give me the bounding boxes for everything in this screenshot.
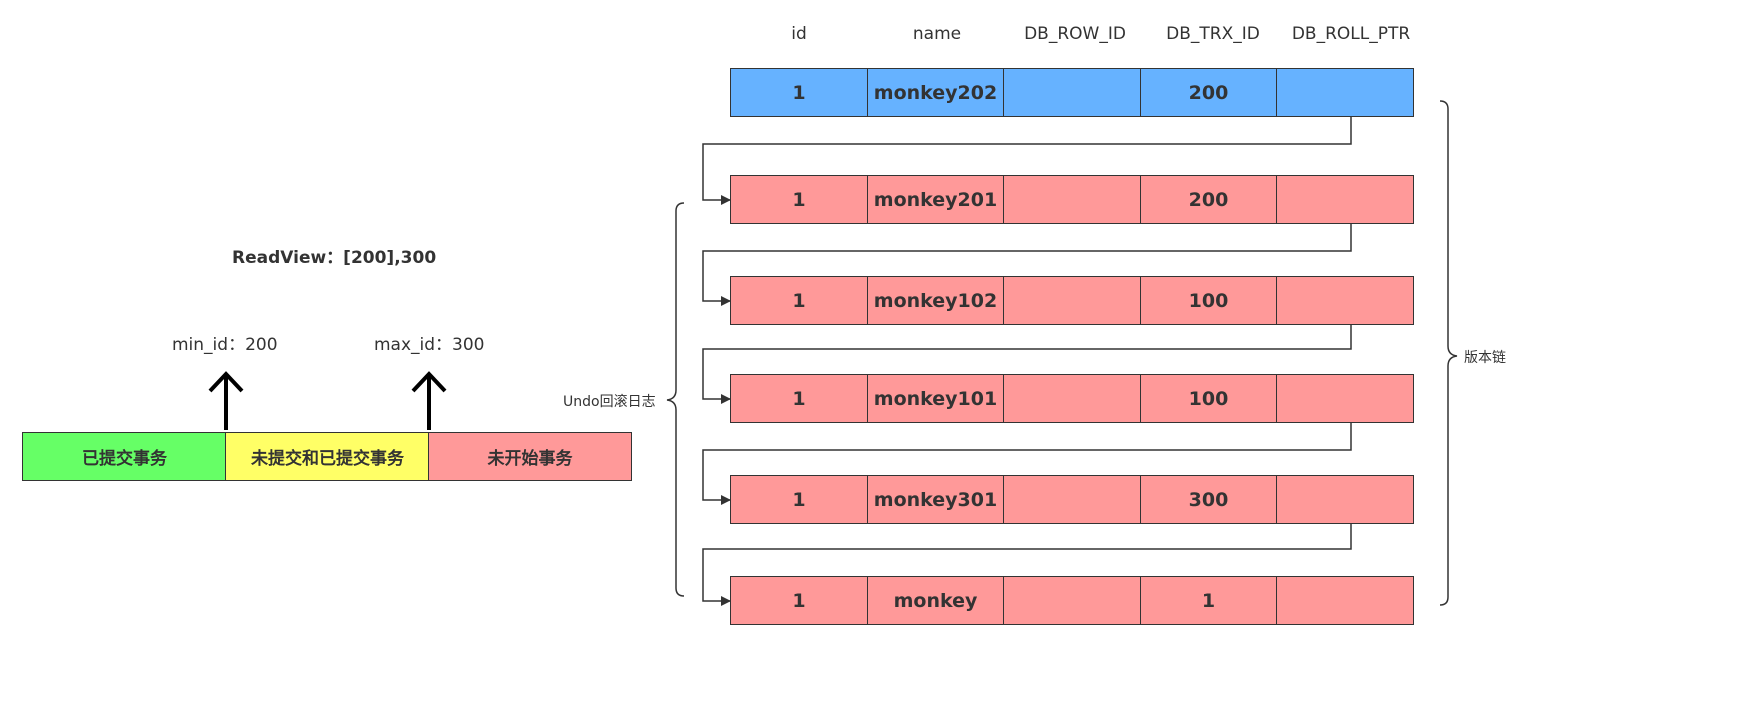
cell-name: monkey201 — [866, 175, 1005, 224]
header-db-trx-id: DB_TRX_ID — [1166, 24, 1260, 44]
cell-name: monkey202 — [866, 68, 1005, 117]
version-chain-label: 版本链 — [1464, 350, 1506, 366]
version-row: 1 monkey 1 — [730, 576, 1414, 625]
cell-db-trx-id: 300 — [1139, 475, 1278, 524]
header-db-roll-ptr: DB_ROLL_PTR — [1291, 24, 1411, 44]
version-row: 1 monkey101 100 — [730, 374, 1414, 423]
cell-db-trx-id: 100 — [1139, 276, 1278, 325]
chain-link — [702, 117, 1352, 205]
version-row: 1 monkey301 300 — [730, 475, 1414, 524]
cell-db-roll-ptr — [1276, 576, 1414, 625]
chain-link — [702, 224, 1352, 306]
cell-db-row-id — [1003, 576, 1141, 625]
cell-db-row-id — [1003, 374, 1141, 423]
version-row: 1 monkey201 200 — [730, 175, 1414, 224]
cell-db-trx-id: 200 — [1139, 175, 1278, 224]
min-id-label: min_id：200 — [172, 335, 278, 355]
cell-db-roll-ptr — [1276, 276, 1414, 325]
cell-db-roll-ptr — [1276, 374, 1414, 423]
version-row: 1 monkey202 200 — [730, 68, 1414, 117]
committed-segment: 已提交事务 — [22, 432, 227, 481]
version-chain-brace-icon — [1439, 100, 1458, 606]
undo-log-label: Undo回滚日志 — [563, 394, 656, 410]
cell-db-row-id — [1003, 276, 1141, 325]
cell-id: 1 — [730, 68, 868, 117]
readview-title: ReadView：[200],300 — [232, 248, 437, 268]
cell-db-row-id — [1003, 175, 1141, 224]
header-id: id — [791, 24, 807, 44]
not-started-segment: 未开始事务 — [428, 432, 632, 481]
chain-link — [702, 423, 1352, 505]
cell-db-roll-ptr — [1276, 175, 1414, 224]
chain-link — [702, 524, 1352, 606]
cell-name: monkey — [866, 576, 1005, 625]
cell-id: 1 — [730, 175, 868, 224]
mixed-segment: 未提交和已提交事务 — [225, 432, 430, 481]
roll-pointer-chain — [702, 117, 1352, 606]
cell-db-trx-id: 1 — [1139, 576, 1278, 625]
min-id-arrow-icon — [208, 371, 244, 430]
cell-name: monkey101 — [866, 374, 1005, 423]
header-db-row-id: DB_ROW_ID — [1024, 24, 1126, 44]
version-row: 1 monkey102 100 — [730, 276, 1414, 325]
max-id-arrow-icon — [411, 371, 447, 430]
cell-db-trx-id: 100 — [1139, 374, 1278, 423]
cell-id: 1 — [730, 374, 868, 423]
header-name: name — [912, 24, 962, 44]
cell-name: monkey301 — [866, 475, 1005, 524]
cell-id: 1 — [730, 576, 868, 625]
max-id-label: max_id：300 — [374, 335, 485, 355]
cell-id: 1 — [730, 276, 868, 325]
cell-db-row-id — [1003, 475, 1141, 524]
cell-db-roll-ptr — [1276, 68, 1414, 117]
cell-db-roll-ptr — [1276, 475, 1414, 524]
cell-name: monkey102 — [866, 276, 1005, 325]
undo-log-brace-icon — [666, 202, 685, 597]
chain-link — [702, 325, 1352, 404]
cell-db-trx-id: 200 — [1139, 68, 1278, 117]
